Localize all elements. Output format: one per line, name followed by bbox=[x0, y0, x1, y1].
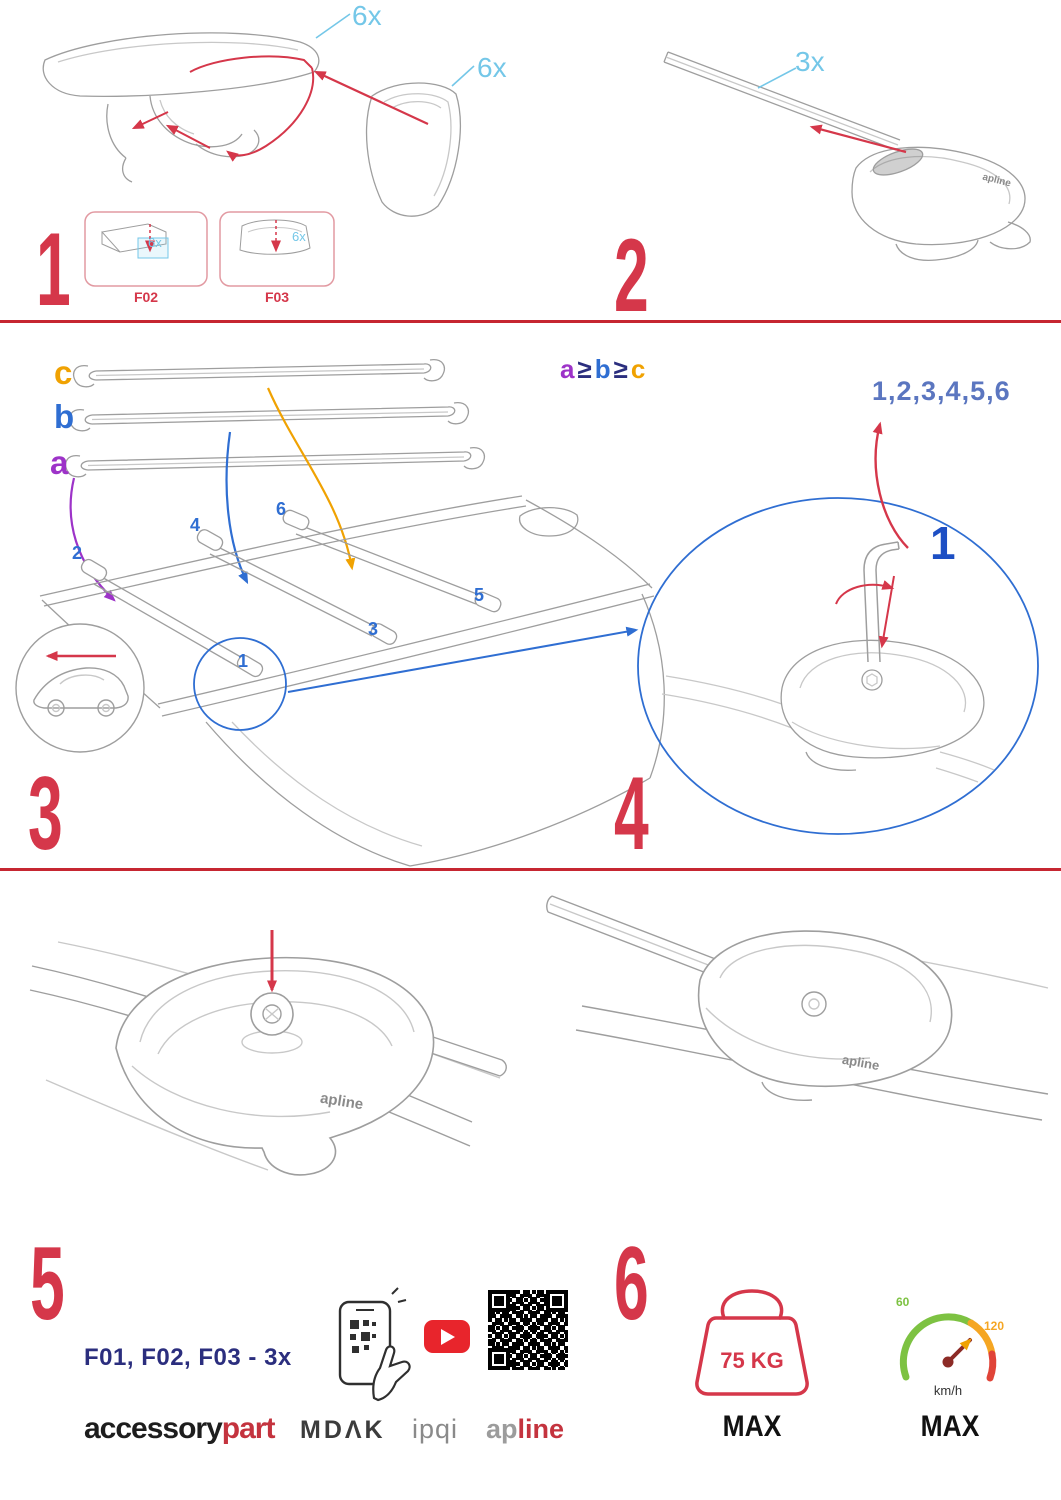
section-divider-2 bbox=[0, 868, 1061, 871]
speedometer-icon bbox=[899, 1313, 997, 1382]
step1-part-box-2 bbox=[219, 211, 335, 287]
step1-cover-arrow bbox=[313, 70, 429, 125]
part-code-f03: F03 bbox=[264, 289, 290, 305]
step3-curve-a bbox=[69, 477, 116, 602]
position-label-2: 2 bbox=[72, 543, 83, 563]
length-order-formula: a ≥ b ≥ c bbox=[560, 356, 645, 382]
step1-qty-leaders bbox=[315, 13, 475, 87]
step3-number: 3 bbox=[28, 756, 63, 872]
section-divider-1 bbox=[0, 320, 1061, 323]
speed-low-label: 60 bbox=[896, 1295, 910, 1309]
step1-cap-highlight bbox=[131, 55, 315, 162]
formula-ge1: ≥ bbox=[577, 354, 592, 384]
part-code-f02: F02 bbox=[133, 289, 159, 305]
apline-logo: apline bbox=[486, 1416, 564, 1443]
speed-high-label: 120 bbox=[984, 1319, 1005, 1333]
step4-foot-drawing bbox=[661, 639, 995, 783]
formula-ge2: ≥ bbox=[613, 354, 628, 384]
qr-finder-top-left bbox=[488, 1290, 510, 1312]
weight-icon bbox=[695, 1289, 809, 1396]
step2-number: 2 bbox=[614, 218, 649, 334]
position-label-5: 5 bbox=[474, 585, 485, 605]
qr-finder-top-right bbox=[546, 1290, 568, 1312]
box1-quantity-label: 6x bbox=[148, 235, 162, 250]
tightening-sequence-label: 1,2,3,4,5,6 bbox=[872, 376, 1011, 406]
formula-c: c bbox=[630, 354, 646, 384]
step3-to-step4-arrow bbox=[287, 626, 639, 693]
step3-foot1-circle-highlight bbox=[193, 637, 287, 731]
step4-number: 4 bbox=[614, 756, 649, 872]
step2-crossbar-drawing bbox=[663, 51, 1031, 262]
speed-unit-label: km/h bbox=[933, 1383, 963, 1398]
max-load-value: 75 KG bbox=[720, 1348, 784, 1373]
car-direction-inset bbox=[15, 623, 145, 753]
step3-bars-drawing bbox=[65, 359, 485, 478]
step3-curve-b bbox=[225, 431, 249, 585]
qr-finder-bottom-left bbox=[488, 1348, 510, 1370]
step5-number: 5 bbox=[30, 1226, 65, 1342]
formula-b: b bbox=[594, 354, 611, 384]
part-codes-summary: F01, F02, F03 - 3x bbox=[84, 1344, 292, 1371]
max-speed-label: MAX bbox=[920, 1410, 980, 1443]
step3-curve-c bbox=[266, 387, 356, 571]
accessorypart-logo: accessorypart bbox=[84, 1412, 276, 1445]
position-label-1: 1 bbox=[238, 651, 249, 671]
position-label-4: 4 bbox=[190, 515, 201, 535]
cap-quantity-label: 6x bbox=[352, 0, 382, 31]
first-position-callout: 1 bbox=[930, 517, 956, 569]
step3-roof-drawing bbox=[39, 495, 665, 867]
bar-label-c: c bbox=[54, 354, 73, 391]
step1-number: 1 bbox=[36, 212, 71, 328]
formula-a: a bbox=[560, 354, 575, 384]
step2-qty-leader bbox=[757, 67, 797, 89]
phone-scan-icon bbox=[338, 1287, 411, 1402]
accessorypart-logo-black: accessory bbox=[84, 1412, 223, 1445]
apline-logo-gray: ap bbox=[486, 1414, 518, 1444]
step2-insert-arrow bbox=[809, 124, 907, 154]
mdak-logo: MDΛK bbox=[300, 1416, 386, 1444]
step1-bar-end-drawing bbox=[42, 32, 320, 183]
position-label-6: 6 bbox=[276, 499, 287, 519]
apline-logo-red: line bbox=[517, 1414, 565, 1444]
cover-quantity-label: 6x bbox=[477, 52, 507, 83]
bar-label-b: b bbox=[54, 398, 75, 435]
step6-number: 6 bbox=[614, 1226, 649, 1342]
step1-cover-drawing bbox=[365, 82, 461, 217]
step4-detail-ellipse bbox=[637, 497, 1039, 835]
position-label-3: 3 bbox=[368, 619, 379, 639]
step4-press-arrow bbox=[878, 575, 895, 649]
max-load-label: MAX bbox=[722, 1410, 782, 1443]
step6-foot-drawing bbox=[546, 895, 1049, 1121]
step5-foot-drawing bbox=[29, 941, 507, 1176]
step1-part-box-1 bbox=[84, 211, 208, 287]
step4-sequence-arrow bbox=[872, 421, 909, 549]
ipqi-logo: ipqi bbox=[412, 1414, 459, 1444]
qr-code bbox=[488, 1290, 568, 1370]
accessorypart-logo-red: part bbox=[221, 1412, 276, 1445]
bar-label-a: a bbox=[50, 444, 69, 481]
youtube-icon bbox=[424, 1320, 470, 1353]
step4-rotate-arrow bbox=[835, 580, 895, 605]
box2-quantity-label: 6x bbox=[292, 229, 306, 244]
bar-quantity-label: 3x bbox=[795, 46, 825, 77]
